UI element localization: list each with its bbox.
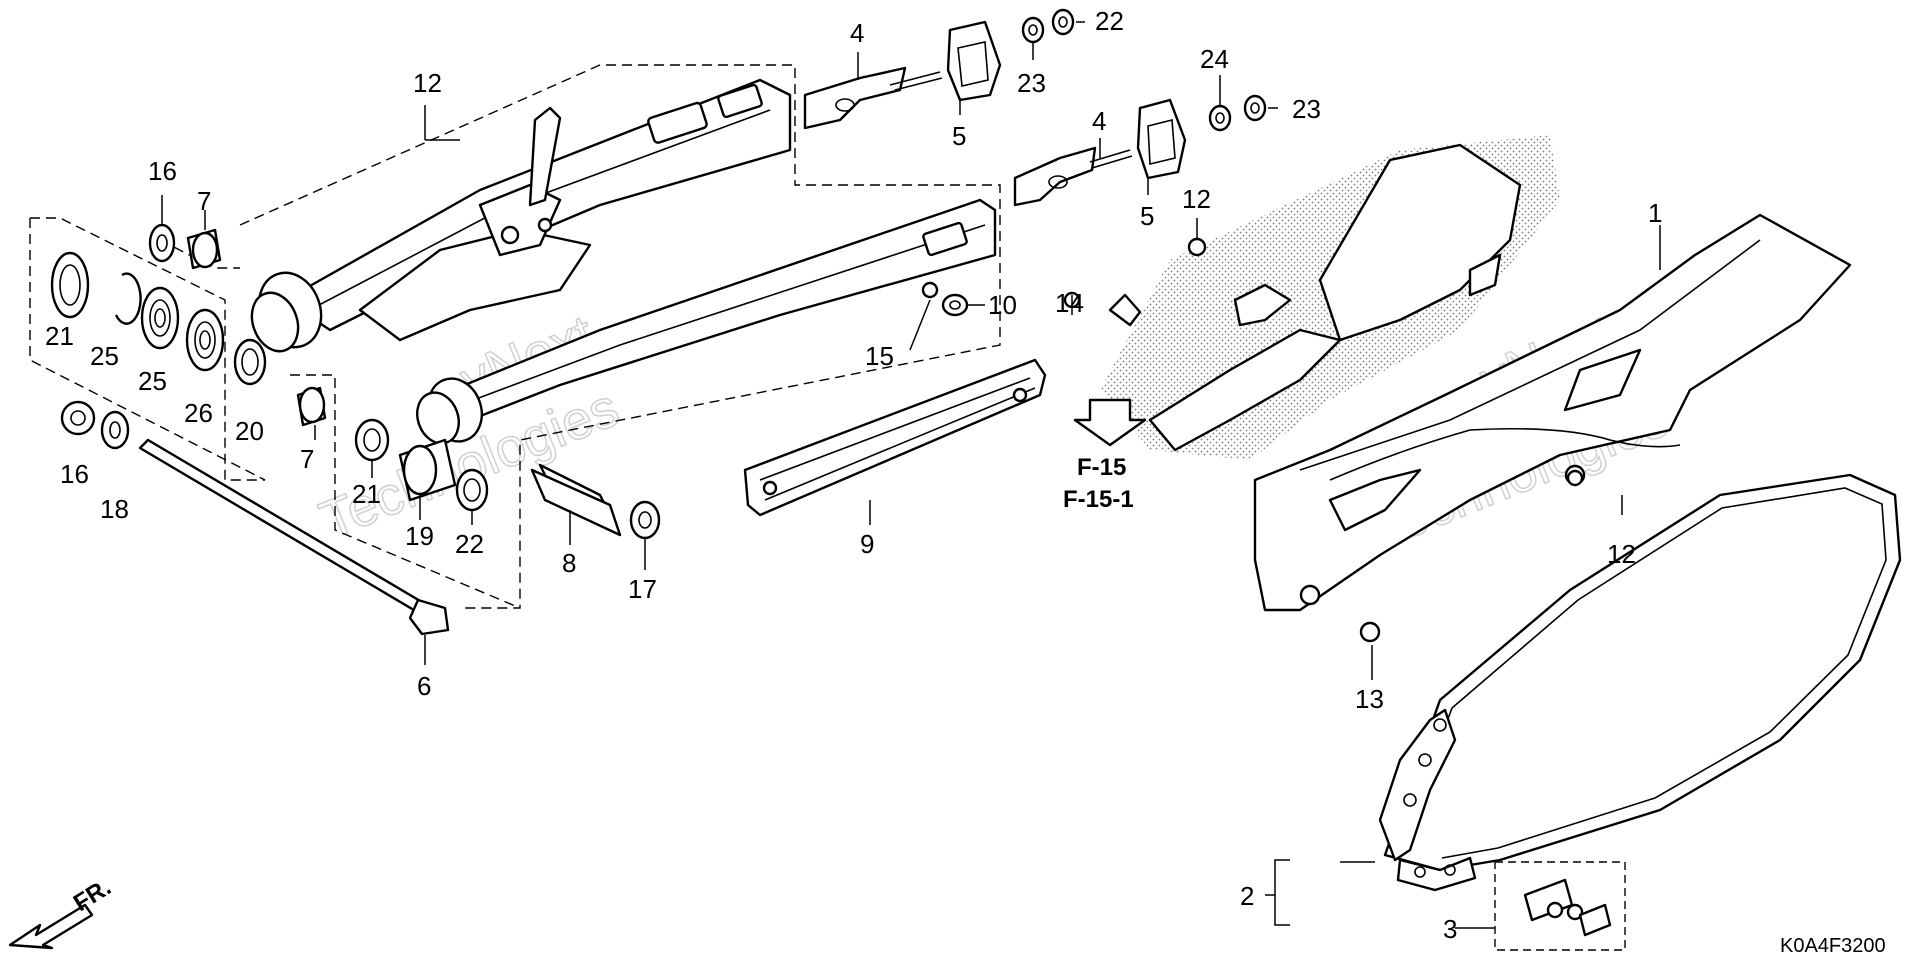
pivot-parts [50, 223, 661, 636]
pivot-bolt-6 [138, 438, 450, 636]
group-outlines [29, 64, 1001, 609]
callout-12c: 13 [1355, 684, 1384, 714]
callout-2: 2 [1240, 881, 1254, 911]
callout-23a: 23 [1017, 68, 1046, 98]
collar-10 [941, 293, 969, 317]
collar-8 [530, 463, 622, 537]
callout-3: 3 [1443, 914, 1457, 944]
circlip-24 [114, 272, 142, 325]
bushing-7a [186, 228, 222, 270]
bushing-7b [296, 386, 327, 427]
nut-23a [1021, 16, 1045, 44]
callout-9: 9 [860, 529, 874, 559]
leader-lines [161, 21, 1661, 929]
callout-10: 10 [988, 290, 1017, 320]
seal-19 [233, 338, 267, 386]
washer-16a [148, 223, 176, 263]
master-link-3 [1523, 878, 1612, 937]
chain-slider-9 [743, 358, 1047, 517]
callout-16b: 17 [628, 574, 657, 604]
bolt-12c [1566, 469, 1584, 487]
callout-1: 1 [1648, 198, 1662, 228]
nut-22a [1051, 8, 1075, 36]
seal-20 [50, 251, 90, 319]
diagram-code: K0A4F3200 [1780, 935, 1886, 957]
callout-24: 25 [90, 341, 119, 371]
adjuster-4a [803, 66, 943, 130]
callout-17: 18 [100, 494, 129, 524]
callout-22b: 23 [1292, 94, 1321, 124]
adjusters [803, 8, 1267, 207]
reference-f15: F-15 F-15-1 [1063, 398, 1147, 513]
callout-16a: 16 [148, 156, 177, 186]
bolt-12b [1359, 621, 1381, 643]
ref-f151-label: F-15-1 [1063, 486, 1134, 513]
bearing-25a [140, 286, 180, 350]
callout-21a: 21 [352, 479, 381, 509]
callout-25a: 25 [138, 366, 167, 396]
callout-5b: 5 [1140, 201, 1154, 231]
callout-6: 6 [417, 671, 431, 701]
ref-f15-label: F-15 [1077, 454, 1126, 481]
chain-case-1 [1253, 213, 1852, 612]
rear-fender [1100, 135, 1560, 460]
callout-12b: 12 [1607, 539, 1636, 569]
seal-21b [455, 468, 489, 512]
chain-links [1378, 708, 1477, 892]
bearing-25b [185, 308, 225, 372]
front-direction-arrow: FR. [8, 874, 116, 950]
adjuster-4b [1013, 146, 1133, 207]
callout-19: 20 [235, 416, 264, 446]
nut-22b [1243, 94, 1267, 122]
bearing-18 [398, 438, 457, 502]
callout-23b: 24 [1200, 44, 1229, 74]
callout-7b: 7 [300, 444, 314, 474]
callout-7a: 7 [197, 186, 211, 216]
callout-15: 16 [60, 459, 89, 489]
bolt-12a [1187, 237, 1207, 257]
callout-21b: 22 [455, 529, 484, 559]
callout-18: 19 [405, 521, 434, 551]
nut-15 [60, 400, 96, 436]
callout-20: 21 [45, 321, 74, 351]
callout-14: 15 [865, 341, 894, 371]
washer-17 [100, 410, 130, 450]
swingarm [250, 78, 997, 445]
callout-22a: 22 [1095, 6, 1124, 36]
callout-8: 8 [562, 548, 576, 578]
endcap-5a [946, 20, 1002, 102]
callouts: 12 1 2 3 4 4 5 5 6 7 7 8 9 10 12 12 13 1… [45, 6, 1662, 944]
callout-5a: 5 [952, 121, 966, 151]
drive-chain [1378, 473, 1902, 951]
endcap-5b [1136, 98, 1187, 180]
callout-25b: 26 [184, 398, 213, 428]
bolt-14 [921, 281, 939, 299]
callout-13: 14 [1055, 288, 1084, 318]
nut-23b [1208, 104, 1232, 132]
seal-21a [354, 418, 390, 462]
callout-4b: 4 [1092, 106, 1106, 136]
callout-4a: 4 [850, 18, 864, 48]
callout-12a: 12 [1182, 184, 1211, 214]
callout-11: 12 [413, 68, 442, 98]
washer-16b [629, 500, 661, 540]
